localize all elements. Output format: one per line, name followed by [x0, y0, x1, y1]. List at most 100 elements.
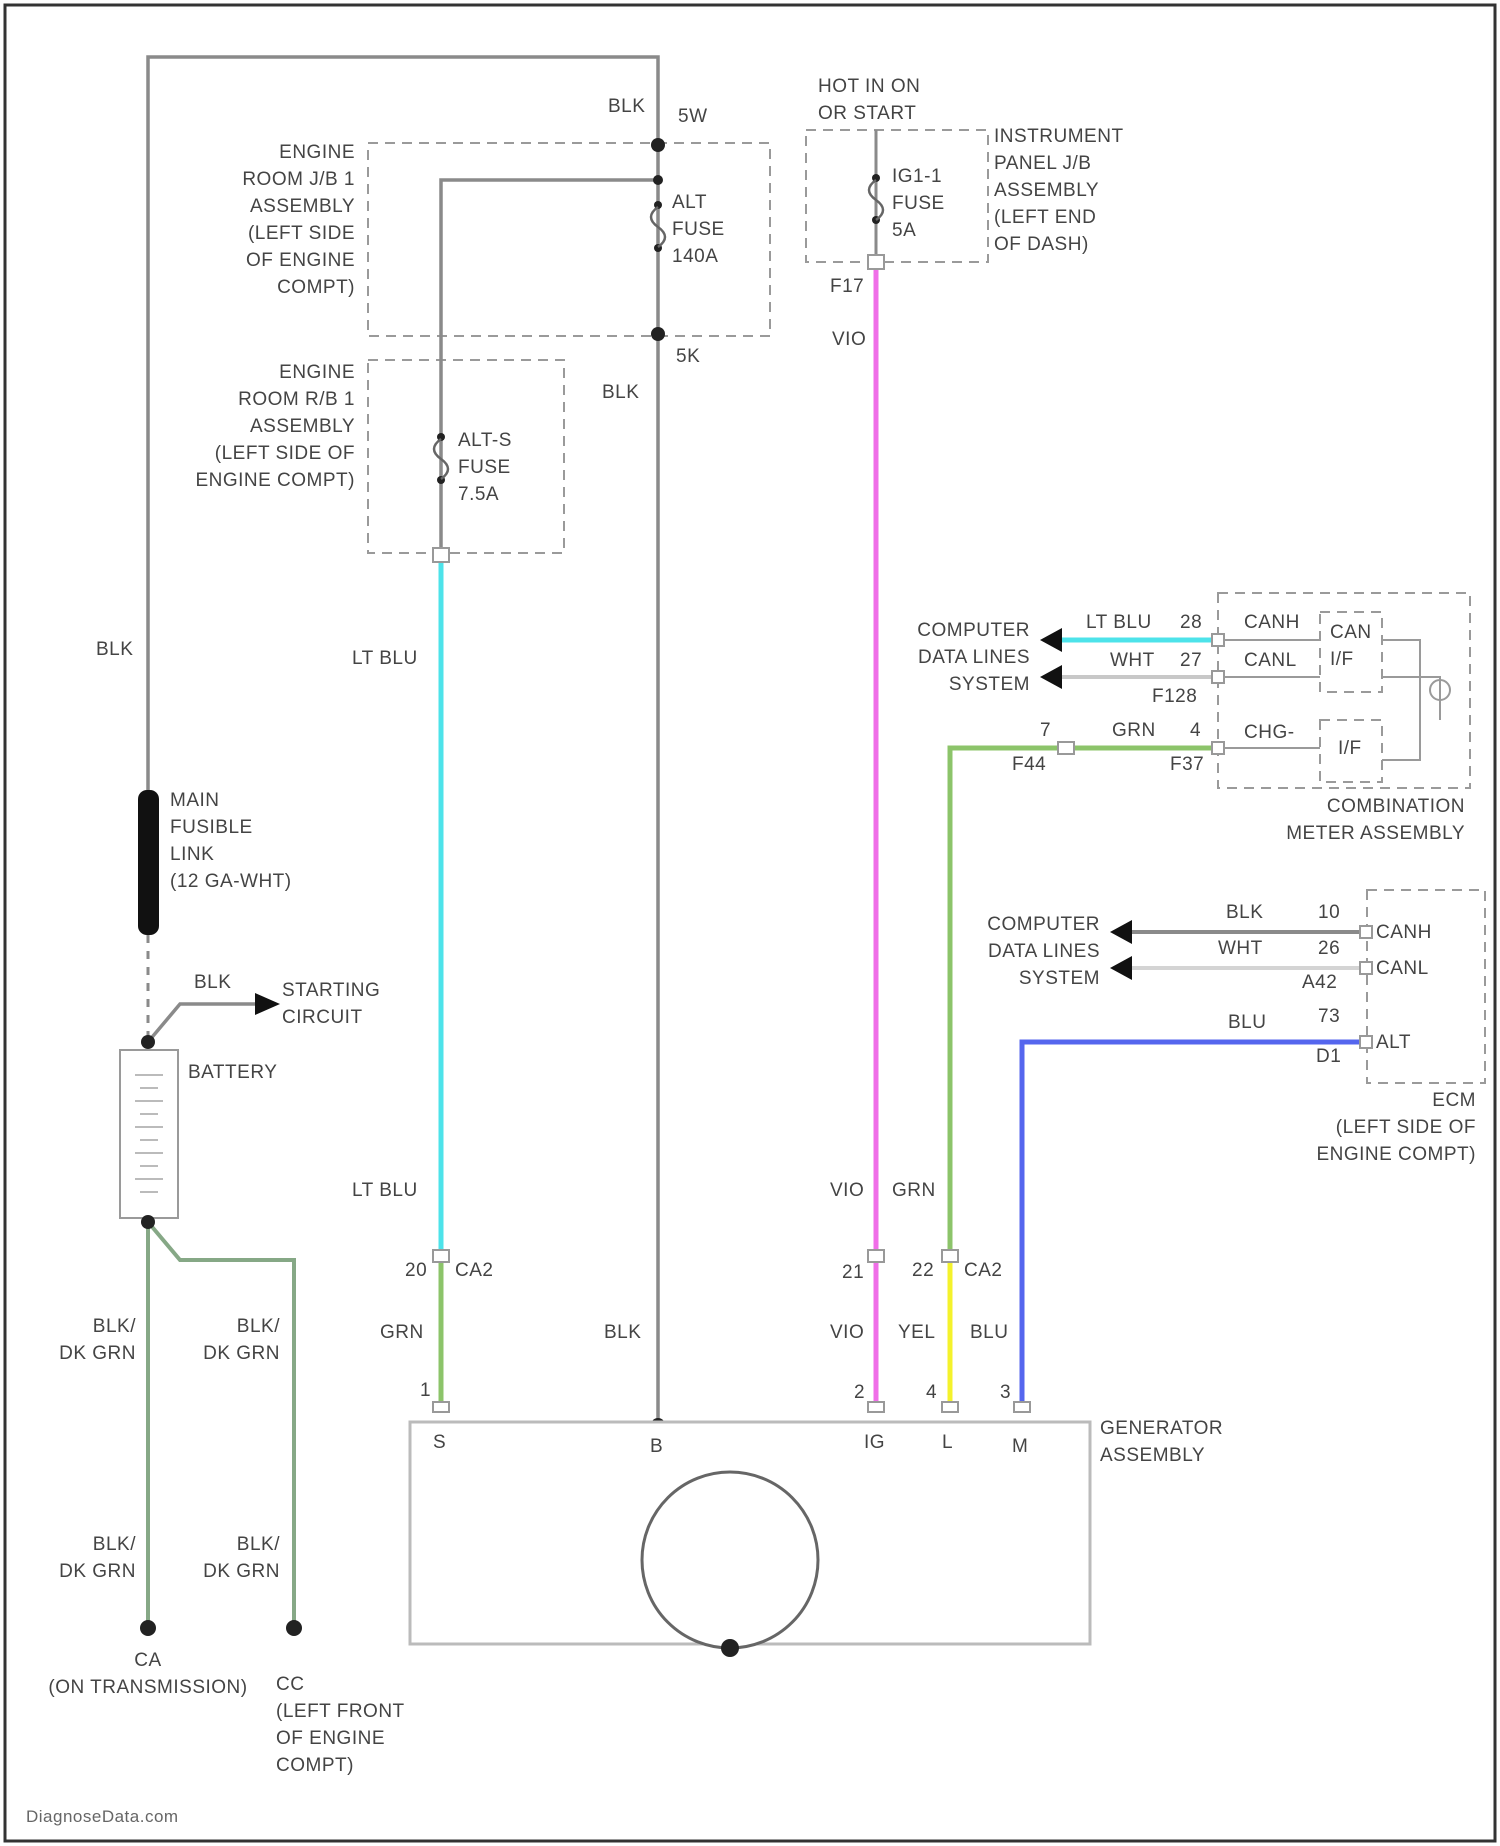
label-instrument-panel-jb: INSTRUMENT PANEL J/B ASSEMBLY (LEFT END OF D…	[994, 126, 1124, 255]
splice-5w	[651, 138, 665, 152]
label-grn-lower: GRN	[892, 1180, 936, 1201]
label-blk-mid: BLK	[602, 382, 639, 403]
label-vio-upper: VIO	[832, 329, 866, 350]
label-ground-cc-line: COMPT)	[276, 1755, 354, 1776]
label-main-fusible-link-line: FUSIBLE	[170, 817, 253, 838]
wire-blk-battery-loop	[148, 57, 658, 1425]
label-pin-4: 4	[1190, 720, 1201, 741]
label-can-if-line: I/F	[1330, 649, 1354, 670]
label-ground-ca-line: (ON TRANSMISSION)	[48, 1677, 247, 1698]
label-blk-dk-grn-2-line: BLK/	[237, 1316, 280, 1337]
label-blk-starting: BLK	[194, 972, 231, 993]
label-blk-dk-grn-3-line: DK GRN	[59, 1561, 136, 1582]
label-cdls-meter-line: SYSTEM	[949, 674, 1030, 695]
label-engine-room-jb1: ENGINEROOM J/B 1ASSEMBLY(LEFT SIDEOF ENG…	[242, 142, 355, 298]
label-canh-meter: CANH	[1244, 612, 1300, 633]
label-alt-s-fuse-line: ALT-S	[458, 430, 512, 451]
label-blk-dk-grn-3-line: BLK/	[93, 1534, 136, 1555]
label-grn-bottom: GRN	[380, 1322, 424, 1343]
label-f37: F37	[1170, 754, 1204, 775]
label-cdls-ecm-line: SYSTEM	[1019, 968, 1100, 989]
label-if: I/F	[1338, 738, 1362, 759]
wire-blk-starting	[148, 1004, 262, 1042]
splice-jb1-alt	[653, 175, 663, 185]
label-gen-ig: IG	[864, 1432, 885, 1453]
label-pin-21: 21	[842, 1262, 864, 1283]
label-ca2-right: CA2	[964, 1260, 1002, 1281]
label-cdls-ecm-line: COMPUTER	[987, 914, 1100, 935]
splice-battery-neg	[141, 1215, 155, 1229]
generator-ground-icon	[721, 1639, 739, 1657]
generator-symbol	[642, 1472, 818, 1648]
label-pin-20: 20	[405, 1260, 427, 1281]
label-gen-m: M	[1012, 1436, 1028, 1457]
label-alt-fuse-line: ALT	[672, 192, 707, 213]
label-ig1-fuse-line: 5A	[892, 220, 916, 241]
label-f17: F17	[830, 276, 864, 297]
label-gen-pin-1: 1	[420, 1380, 431, 1401]
label-pin-22: 22	[912, 1260, 934, 1281]
label-blk-dk-grn-2-line: DK GRN	[203, 1343, 280, 1364]
label-main-fusible-link-line: (12 GA-WHT)	[170, 871, 292, 892]
label-engine-room-jb1-line: ENGINE	[279, 142, 355, 163]
splice-battery-pos	[141, 1035, 155, 1049]
label-ecm-pin-73: 73	[1318, 1006, 1340, 1027]
label-ecm-line: ENGINE COMPT)	[1316, 1144, 1476, 1165]
label-blk-dk-grn-4-line: DK GRN	[203, 1561, 280, 1582]
label-alt-fuse-line: FUSE	[672, 219, 725, 240]
label-generator-assembly-line: GENERATOR	[1100, 1418, 1223, 1439]
label-ecm-pin-10: 10	[1318, 902, 1340, 923]
label-f44: F44	[1012, 754, 1046, 775]
label-combination-meter: COMBINATIONMETER ASSEMBLY	[1286, 796, 1465, 844]
label-generator-assembly: GENERATOR ASSEMBLY	[1100, 1418, 1223, 1466]
label-instrument-panel-jb-line: INSTRUMENT	[994, 126, 1124, 147]
label-engine-room-jb1-line: ASSEMBLY	[250, 196, 355, 217]
label-instrument-panel-jb-line: PANEL J/B	[994, 153, 1091, 174]
label-ground-ca-line: CA	[134, 1650, 161, 1671]
label-meter-pin-27: 27	[1180, 650, 1202, 671]
main-fusible-link	[138, 790, 159, 935]
label-ecm-line: (LEFT SIDE OF	[1336, 1117, 1476, 1138]
label-engine-room-rb1: ENGINEROOM R/B 1ASSEMBLY(LEFT SIDE OFENG…	[195, 362, 355, 491]
label-engine-room-rb1-line: (LEFT SIDE OF	[215, 443, 355, 464]
label-gen-b: B	[650, 1436, 663, 1457]
splice-5k	[651, 327, 665, 341]
label-ecm-pin-26: 26	[1318, 938, 1340, 959]
label-yel-bottom: YEL	[898, 1322, 935, 1343]
label-blk-dk-grn-1-line: BLK/	[93, 1316, 136, 1337]
label-generator-assembly-line: ASSEMBLY	[1100, 1445, 1205, 1466]
label-f128: F128	[1152, 686, 1197, 707]
label-gen-l: L	[942, 1432, 953, 1453]
label-battery: BATTERY	[188, 1062, 277, 1083]
ground-ca-icon	[140, 1620, 156, 1636]
label-engine-room-rb1-line: ASSEMBLY	[250, 416, 355, 437]
label-blk-bottom: BLK	[604, 1322, 641, 1343]
label-cdls-meter-line: COMPUTER	[917, 620, 1030, 641]
label-main-fusible-link-line: MAIN	[170, 790, 220, 811]
label-instrument-panel-jb-line: (LEFT END	[994, 207, 1096, 228]
label-instrument-panel-jb-line: OF DASH)	[994, 234, 1089, 255]
label-starting-circuit-line: STARTING	[282, 980, 380, 1001]
label-instrument-panel-jb-line: ASSEMBLY	[994, 180, 1099, 201]
connector-markers	[433, 255, 1372, 1412]
label-vio-lower: VIO	[830, 1180, 864, 1201]
label-gen-s: S	[433, 1432, 446, 1453]
label-blk-dk-grn-4: BLK/DK GRN	[203, 1534, 280, 1582]
label-main-fusible-link: MAIN FUSIBLE LINK (12 GA-WHT)	[170, 790, 292, 892]
label-vio-bottom: VIO	[830, 1322, 864, 1343]
label-alt-s-fuse-line: 7.5A	[458, 484, 499, 505]
label-engine-room-jb1-line: COMPT)	[277, 277, 355, 298]
watermark: DiagnoseData.com	[26, 1807, 179, 1826]
label-meter-lt-blu: LT BLU	[1086, 612, 1152, 633]
label-blk-dk-grn-3: BLK/DK GRN	[59, 1534, 136, 1582]
label-engine-room-rb1-line: ENGINE COMPT)	[195, 470, 355, 491]
label-ground-cc-line: OF ENGINE	[276, 1728, 385, 1749]
ground-cc-icon	[286, 1620, 302, 1636]
label-main-fusible-link-line: LINK	[170, 844, 214, 865]
label-alt-fuse-line: 140A	[672, 246, 718, 267]
